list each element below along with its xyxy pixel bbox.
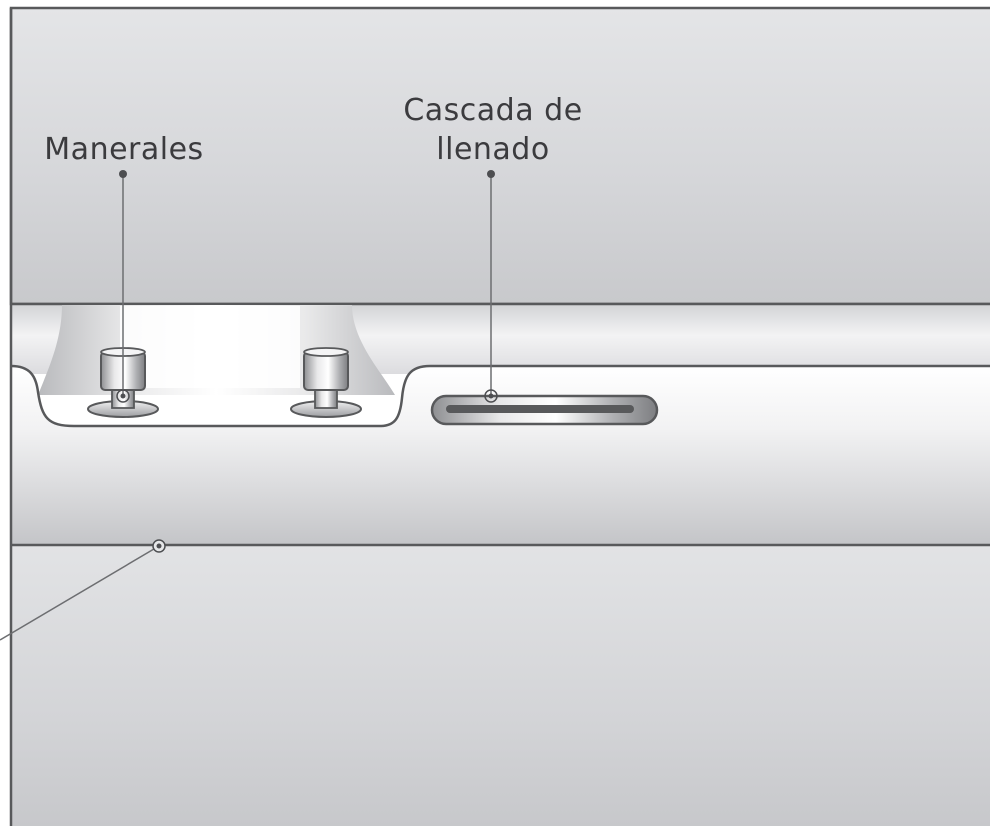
target-marker-icon (484, 389, 498, 403)
top-wall-panel (9, 6, 990, 306)
label-handles: Manerales (44, 132, 203, 167)
label-spout-line2: llenado (436, 132, 549, 167)
tub-rim (11, 366, 990, 545)
target-marker-icon (116, 389, 130, 403)
target-markers (116, 389, 498, 553)
tub-rim-edge (10, 364, 990, 428)
leader-dot-icon (487, 170, 495, 178)
handle-knob-right-icon (290, 347, 362, 418)
leader-dots (119, 170, 495, 178)
label-spout-line1: Cascada de (403, 93, 582, 128)
recess-highlight (120, 306, 300, 388)
apron-panel (11, 545, 990, 826)
leader-dot-icon (119, 170, 127, 178)
leader-lines (0, 174, 492, 641)
fill-cascade-spout-icon (430, 394, 659, 426)
